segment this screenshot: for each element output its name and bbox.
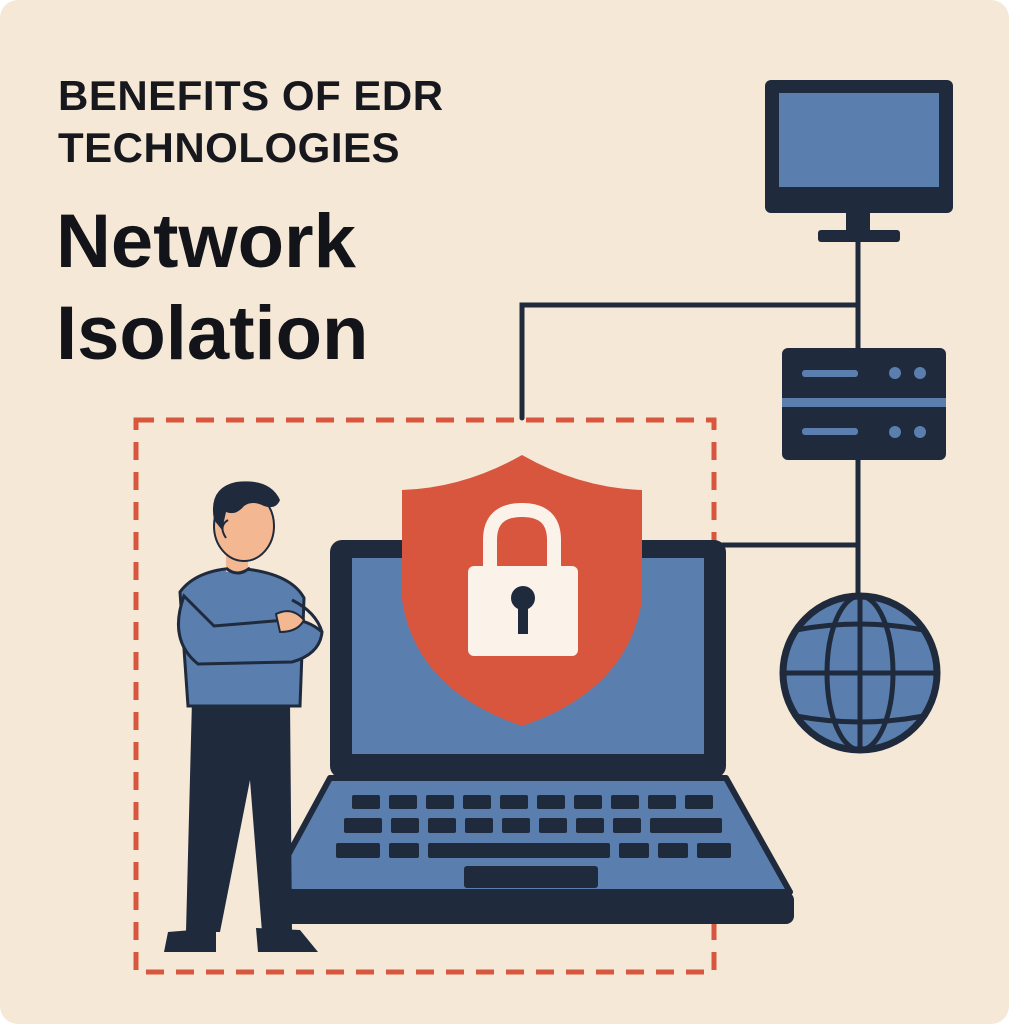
headline-line-2: Isolation bbox=[56, 291, 369, 376]
headline: Network Isolation bbox=[56, 196, 576, 380]
globe-icon bbox=[779, 592, 941, 754]
server-icon bbox=[782, 348, 946, 460]
headline-line-1: Network bbox=[56, 199, 356, 284]
network-cables bbox=[519, 239, 861, 599]
laptop-keyboard bbox=[336, 795, 731, 888]
shield-lock-icon bbox=[402, 455, 642, 726]
monitor-icon bbox=[765, 80, 953, 242]
person-figure bbox=[164, 481, 324, 952]
eyebrow-title: BENEFITS OF EDR TECHNOLOGIES bbox=[58, 72, 444, 171]
